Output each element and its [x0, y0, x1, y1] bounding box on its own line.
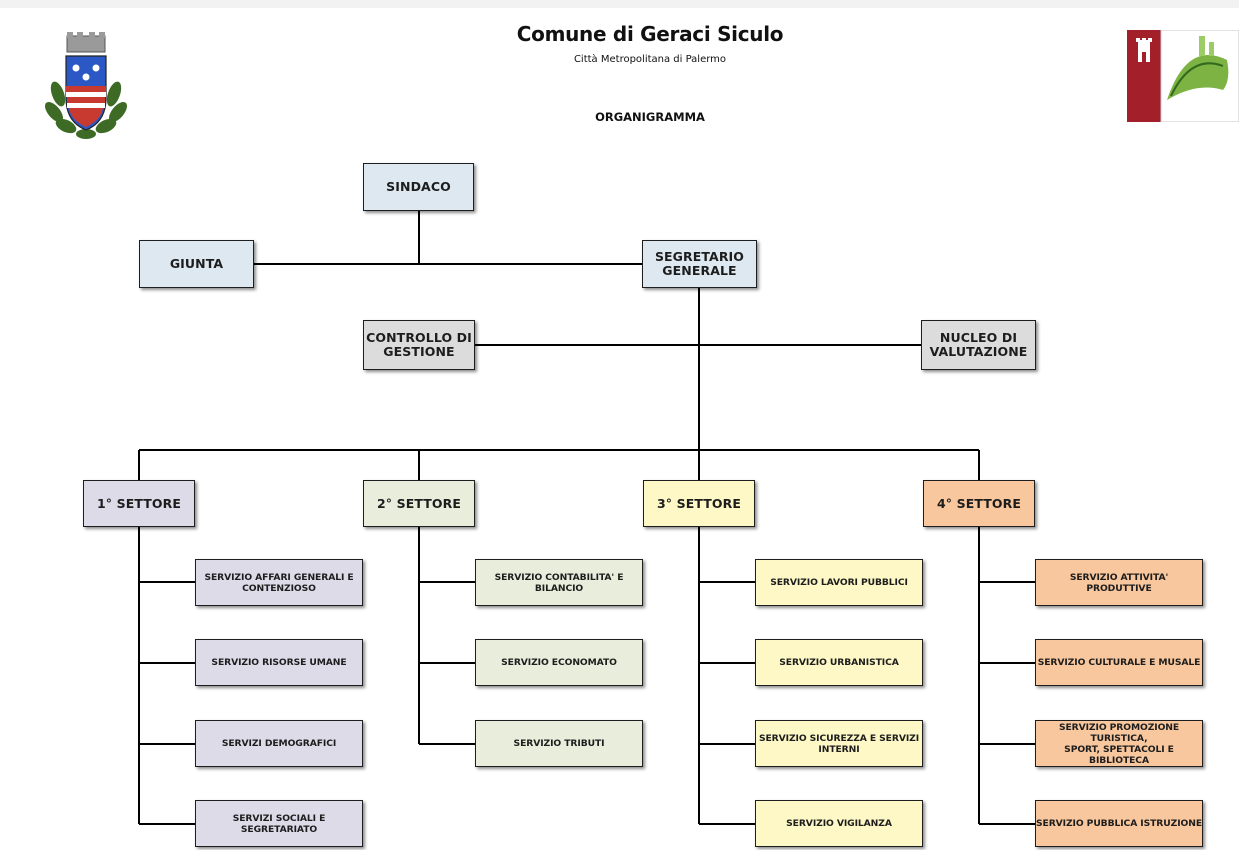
node-sindaco: SINDACO [363, 163, 474, 211]
sector-1: 1° SETTORE [83, 480, 195, 527]
coat-of-arms-icon [45, 32, 127, 139]
service-demografici: SERVIZI DEMOGRAFICI [195, 720, 363, 767]
service-pubblica-istruzione: SERVIZIO PUBBLICA ISTRUZIONE [1035, 800, 1203, 847]
page-title: Comune di Geraci Siculo [516, 22, 784, 46]
service-contabilita-bilancio: SERVIZIO CONTABILITA' E BILANCIO [475, 559, 643, 606]
service-urbanistica: SERVIZIO URBANISTICA [755, 639, 923, 686]
service-promozione-turistica: SERVIZIO PROMOZIONE TURISTICA, SPORT, SP… [1035, 720, 1203, 767]
service-affari-generali: SERVIZIO AFFARI GENERALI E CONTENZIOSO [195, 559, 363, 606]
villages-badge-icon [1127, 29, 1239, 123]
service-attivita-produttive: SERVIZIO ATTIVITA' PRODUTTIVE [1035, 559, 1203, 606]
sector-4: 4° SETTORE [923, 480, 1035, 527]
service-economato: SERVIZIO ECONOMATO [475, 639, 643, 686]
node-controllo-di-gestione: CONTROLLO DI GESTIONE [363, 320, 475, 370]
node-giunta: GIUNTA [139, 240, 254, 288]
sector-3: 3° SETTORE [643, 480, 755, 527]
service-vigilanza: SERVIZIO VIGILANZA [755, 800, 923, 847]
borghi-villages-logo [1127, 29, 1239, 123]
node-nucleo-di-valutazione: NUCLEO DI VALUTAZIONE [921, 320, 1036, 370]
node-segretario-generale: SEGRETARIO GENERALE [642, 240, 757, 288]
service-risorse-umane: SERVIZIO RISORSE UMANE [195, 639, 363, 686]
sector-2: 2° SETTORE [363, 480, 475, 527]
page-subtitle: Città Metropolitana di Palermo [573, 54, 727, 65]
service-culturale-musale: SERVIZIO CULTURALE E MUSALE [1035, 639, 1203, 686]
service-sociali-segretariato: SERVIZI SOCIALI E SEGRETARIATO [195, 800, 363, 847]
service-tributi: SERVIZIO TRIBUTI [475, 720, 643, 767]
organigram-title: ORGANIGRAMMA [595, 110, 705, 124]
page-top-bar [0, 0, 1239, 8]
service-lavori-pubblici: SERVIZIO LAVORI PUBBLICI [755, 559, 923, 606]
service-sicurezza-servizi-interni: SERVIZIO SICUREZZA E SERVIZI INTERNI [755, 720, 923, 767]
